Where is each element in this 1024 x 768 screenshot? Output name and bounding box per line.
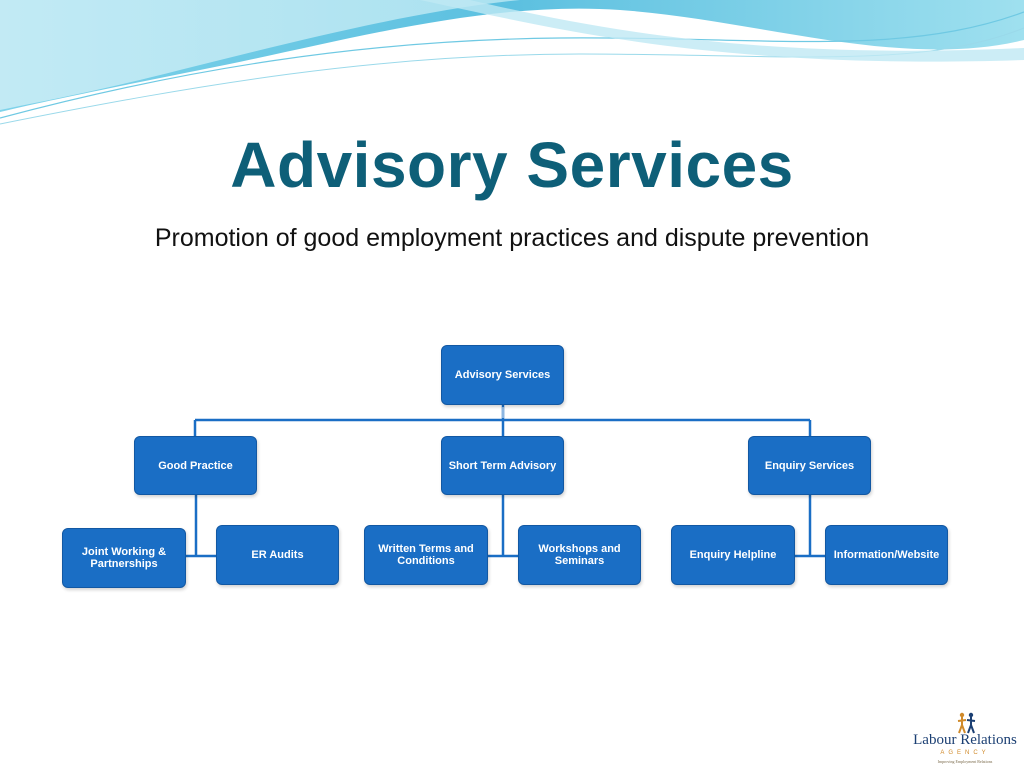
node-workshops-seminars: Workshops and Seminars <box>518 525 641 585</box>
node-short-term-advisory: Short Term Advisory <box>441 436 564 495</box>
node-information-website: Information/Website <box>825 525 948 585</box>
node-written-terms-conditions: Written Terms and Conditions <box>364 525 488 585</box>
logo-agency: AGENCY <box>940 750 990 756</box>
logo-name: Labour Relations <box>913 732 1017 748</box>
node-label: Information/Website <box>833 549 940 561</box>
people-figures-icon <box>957 712 976 734</box>
node-label: Workshops and Seminars <box>538 543 621 567</box>
agency-logo: Labour Relations AGENCY Improving Employ… <box>906 710 1024 768</box>
slide-title: Advisory Services <box>230 129 794 201</box>
node-er-audits: ER Audits <box>216 525 339 585</box>
node-label: Enquiry Services <box>764 459 855 472</box>
node-advisory-services: Advisory Services <box>441 345 564 405</box>
node-label: ER Audits <box>251 549 304 561</box>
node-enquiry-services: Enquiry Services <box>748 436 871 495</box>
logo-tagline: Improving Employment Relations <box>937 759 993 764</box>
node-label: Joint Working & Partnerships <box>81 546 167 570</box>
node-label: Short Term Advisory <box>448 459 557 472</box>
node-label: Advisory Services <box>454 369 551 381</box>
node-joint-working-partnerships: Joint Working & Partnerships <box>62 528 186 588</box>
node-good-practice: Good Practice <box>134 436 257 495</box>
node-enquiry-helpline: Enquiry Helpline <box>671 525 795 585</box>
node-label: Written Terms and Conditions <box>378 543 474 567</box>
node-label: Good Practice <box>158 459 233 472</box>
wave-header-decoration <box>0 0 1024 125</box>
node-label: Enquiry Helpline <box>689 549 777 561</box>
slide-subtitle: Promotion of good employment practices a… <box>154 224 870 252</box>
